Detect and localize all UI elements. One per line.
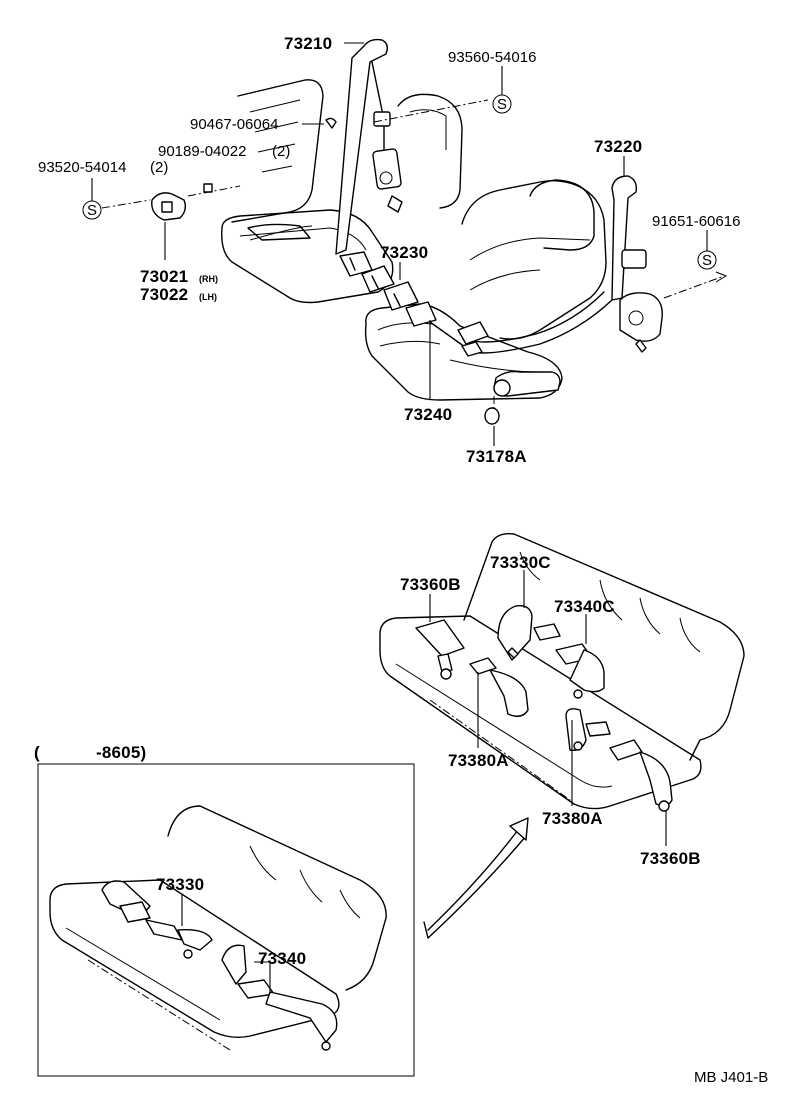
callout-73380A-a: 73380A xyxy=(448,751,509,770)
callout-73178A: 73178A xyxy=(466,447,527,466)
rear-belt-73360B-right xyxy=(609,739,643,761)
callout-90467-06064: 90467-06064 xyxy=(190,116,278,133)
front-seat-rh-cushion xyxy=(221,209,394,304)
callout-73330C: 73330C xyxy=(490,553,551,572)
callouts-front: 73210 93560-54016 90467-06064 90189-0402… xyxy=(38,34,740,466)
callout-inset-73330: 73330 xyxy=(156,875,204,894)
rear-seat-assembly xyxy=(379,532,745,812)
svg-text:S: S xyxy=(87,202,97,219)
inset-range-label: -8605) xyxy=(96,743,146,762)
leader-lines-front xyxy=(91,42,708,446)
callout-93520-qty: (2) xyxy=(150,159,168,176)
callout-73021: 73021 xyxy=(140,267,188,286)
callout-90189-qty: (2) xyxy=(272,143,290,160)
inset-belt-73340 xyxy=(221,944,247,985)
front-seat-lh-back xyxy=(461,179,607,340)
front-shoulder-belt-rh xyxy=(335,38,389,255)
rear-buckle-73330C xyxy=(497,605,533,661)
standard-part-mark-93560: S xyxy=(492,94,512,114)
inset-seat-cushion xyxy=(49,879,340,1039)
callout-73022: 73022 xyxy=(140,285,188,304)
standard-part-mark-93520: S xyxy=(82,200,102,220)
callout-73360B-left: 73360B xyxy=(400,575,461,594)
svg-text:S: S xyxy=(497,96,507,113)
callout-73380A-b: 73380A xyxy=(542,809,603,828)
leader-lines-rear xyxy=(429,570,667,846)
nut-90189-icon xyxy=(203,183,213,193)
inset-range-open: ( xyxy=(34,743,40,762)
callout-90189-04022: 90189-04022 xyxy=(158,143,246,160)
rear-center-belt-73380A-b xyxy=(565,708,587,751)
front-shoulder-belt-lh xyxy=(611,175,638,301)
standard-part-mark-91651: S xyxy=(697,250,717,270)
reference-arrow xyxy=(423,817,529,939)
inset-seat-back xyxy=(167,805,387,991)
callout-73340C: 73340C xyxy=(554,597,615,616)
callout-93520-54014: 93520-54014 xyxy=(38,159,126,176)
callout-73021-side: (RH) xyxy=(199,274,218,284)
callout-91651-60616: 91651-60616 xyxy=(652,213,740,230)
diagram-code: MB J401-B xyxy=(694,1069,768,1086)
callout-93560-54016: 93560-54016 xyxy=(448,49,536,66)
retractor-lh xyxy=(619,292,663,342)
rear-seat-back xyxy=(463,532,745,761)
front-seat-rh-back xyxy=(231,79,324,223)
callout-inset-73340: 73340 xyxy=(258,949,306,968)
inset-frame xyxy=(37,763,415,1077)
callout-73220: 73220 xyxy=(594,137,642,156)
buckle-cover-73178A xyxy=(484,407,500,425)
rear-belt-73360B-left xyxy=(415,619,465,657)
front-seat-headrest-center xyxy=(397,93,463,209)
svg-text:S: S xyxy=(702,252,712,269)
callout-73210: 73210 xyxy=(284,34,332,53)
callout-73022-side: (LH) xyxy=(199,292,217,302)
rear-seat-cushion xyxy=(379,615,702,810)
bolt-90467-icon xyxy=(325,117,337,129)
callout-73230: 73230 xyxy=(380,243,428,262)
callout-73360B-right: 73360B xyxy=(640,849,701,868)
front-seat-assembly xyxy=(101,38,728,425)
callout-73240: 73240 xyxy=(404,405,452,424)
inset-previous-model: ( -8605) 73330 73340 xyxy=(34,743,415,1077)
callouts-rear: 73360B 73330C 73340C 73380A 73380A 73360… xyxy=(400,553,701,868)
